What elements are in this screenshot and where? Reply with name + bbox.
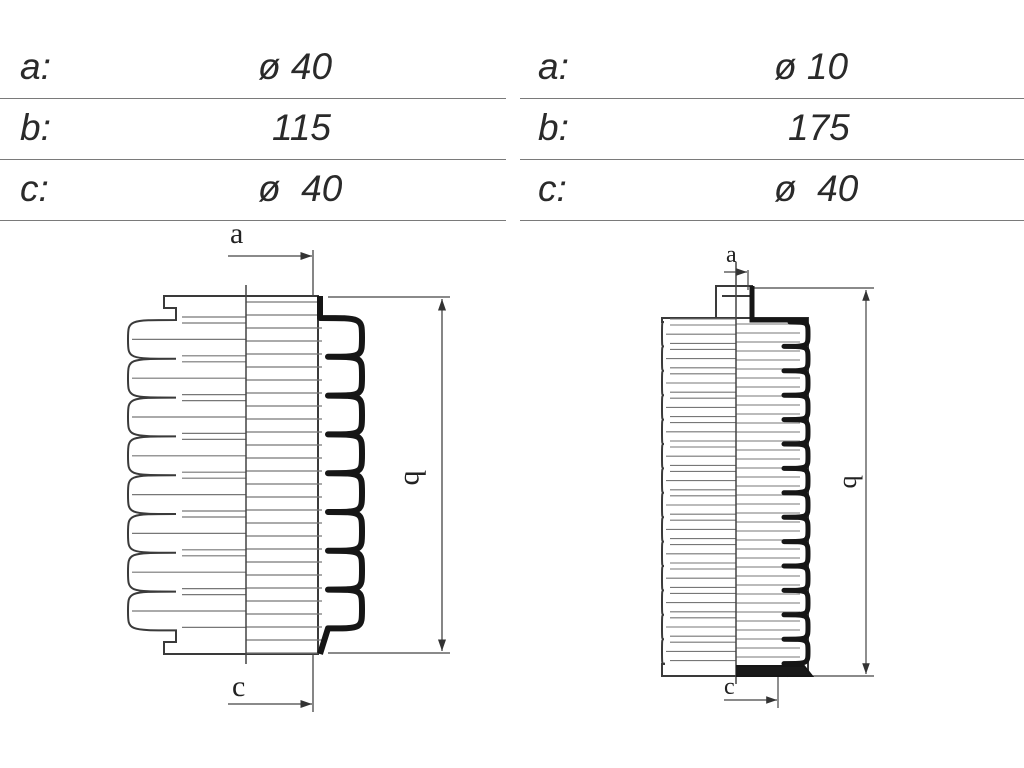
spec-key: c: — [538, 168, 567, 209]
dim-a-label: a — [230, 220, 243, 250]
spec-row-a: a: ø 10 — [520, 38, 1024, 99]
spec-row-b: b: 175 — [520, 99, 1024, 160]
spec-key: b: — [20, 107, 51, 148]
spec-key: c: — [20, 168, 49, 209]
spec-value: 175 — [788, 107, 850, 148]
right-boot-neck-profile — [749, 286, 808, 323]
left-boot-drawing: a b c — [126, 220, 450, 712]
right-boot-drawing: a b c — [661, 242, 874, 708]
left-boot-section-lines — [132, 301, 322, 654]
spec-row-b: b: 115 — [0, 99, 506, 160]
spec-key: b: — [538, 107, 569, 148]
right-boot-wall-profile — [781, 318, 811, 678]
spec-key: a: — [20, 46, 51, 87]
spec-value: ø 40 — [258, 168, 343, 209]
right-boot-base-profile — [736, 665, 815, 677]
spec-row-c: c: ø 40 — [520, 160, 1024, 221]
spec-table-left: a: ø 40 b: 115 c: ø 40 — [0, 38, 506, 221]
boot-drawings: a b c a b c — [126, 220, 874, 712]
dim-c-label: c — [232, 670, 245, 703]
spec-value: 115 — [272, 107, 331, 148]
spec-value: ø 40 — [774, 168, 859, 209]
spec-row-a: a: ø 40 — [0, 38, 506, 99]
dim-b-label: b — [398, 471, 431, 486]
dim-a-label: a — [726, 242, 737, 268]
spec-row-c: c: ø 40 — [0, 160, 506, 221]
right-boot-section-lines — [666, 318, 800, 676]
dim-c-label: c — [724, 674, 735, 700]
spec-value: ø 40 — [258, 46, 333, 87]
right-boot-small-neck — [715, 285, 753, 319]
spec-value: ø 10 — [774, 46, 849, 87]
left-boot-outline — [126, 295, 319, 655]
left-boot-wall-profile — [317, 296, 365, 655]
spec-table-right: a: ø 10 b: 175 c: ø 40 — [520, 38, 1024, 221]
spec-key: a: — [538, 46, 569, 87]
dim-b-label: b — [838, 476, 867, 489]
